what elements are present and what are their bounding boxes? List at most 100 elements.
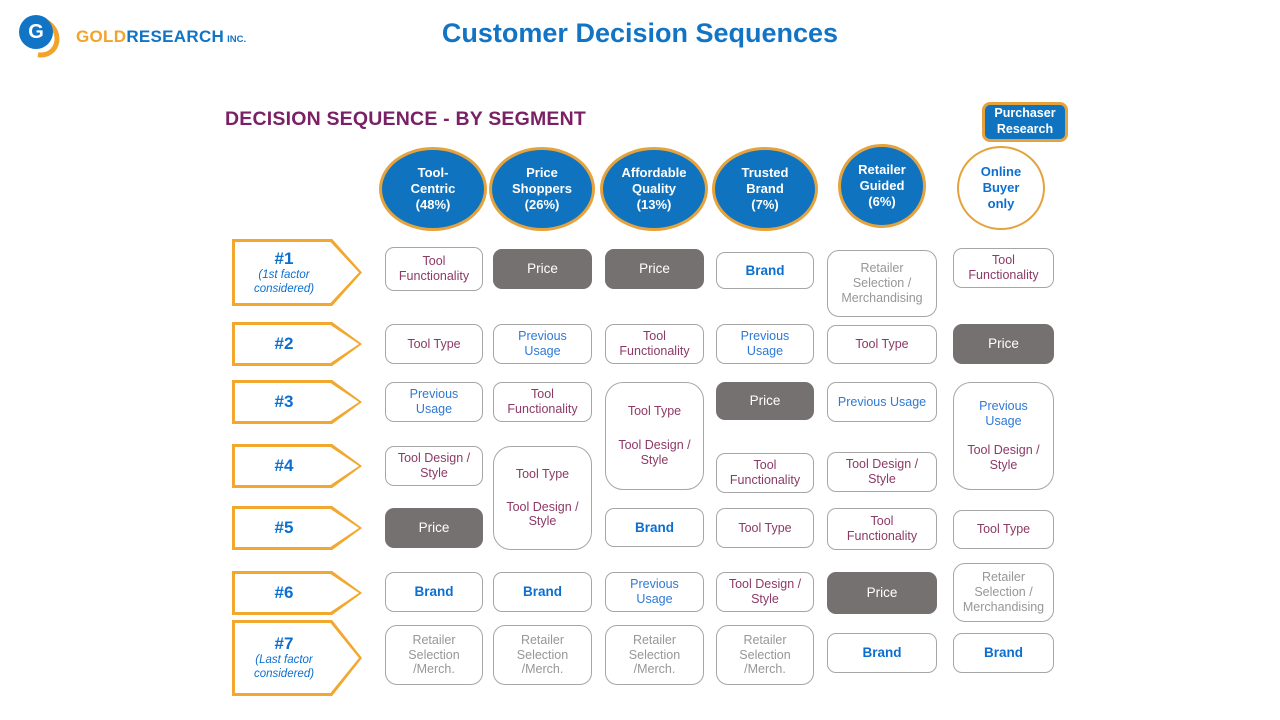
segment-line: Tool- [417,164,449,180]
row-label-4: #4 [232,444,362,488]
cell-r2c4: Previous Usage [716,324,814,364]
logo-bubble-icon: G [12,9,68,66]
row-note: (1st factor considered) [253,268,315,295]
arrow-shape [235,325,359,363]
row-number: #1 [274,248,294,268]
cell-label: Brand [862,645,902,661]
arrow-shape [235,383,359,421]
cell-r6c1: Brand [385,572,483,612]
row-label-1: #1(1st factor considered) [232,239,362,306]
cell-r5c3: Brand [605,508,704,547]
segment-line: Quality [631,180,677,196]
cell-label: Tool Design / Style [845,457,919,486]
cell-label: Tool Design / Style [967,443,1040,472]
cell-label: Price [527,261,558,277]
segment-line: Buyer [982,179,1020,195]
cell-r3c2: Tool Functionality [493,382,592,422]
cell-r1c4: Brand [716,252,814,289]
purchaser-research-callout: Purchaser Research [982,102,1068,142]
row-number: #5 [274,518,294,537]
cell-r3c5: Previous Usage [827,382,937,422]
cell-r1c6: Tool Functionality [953,248,1054,288]
cell-r1c1: Tool Functionality [385,247,483,291]
cell-r5c6: Tool Type [953,510,1054,549]
cell-r7c5: Brand [827,633,937,673]
cell-label: Tool Design / Style [506,499,579,529]
segment-line: (13%) [636,197,672,213]
segment-line: (26%) [524,197,560,213]
cell-r1c2: Price [493,249,592,289]
segment-line: Retailer [858,161,906,177]
cell-label: Brand [983,645,1023,661]
row-label-5: #5 [232,506,362,550]
cell-label: Price [749,393,781,409]
section-title: DECISION SEQUENCE - BY SEGMENT [225,108,587,130]
segment-line: Trusted [741,164,789,180]
arrow-shape [235,623,359,693]
arrow-shape [235,574,359,612]
cell-r1c3: Price [605,249,704,289]
cell-label: Tool Functionality [968,253,1039,282]
cell-label: Previous Usage [630,577,679,606]
segment-line: only [987,196,1015,212]
cell-r4c4: Tool Functionality [716,453,814,493]
logo-letter: G [28,20,44,43]
cell-label: Tool Design / Style [397,451,471,480]
logo-gold-text: GOLD [76,27,127,46]
row-number: #2 [274,334,294,353]
cell-label: Tool Functionality [729,458,801,487]
arrow-shape [235,447,359,485]
segment-line: (7%) [751,197,779,213]
segment-tool-centric: Tool-Centric(48%) [379,147,487,231]
cell-label: Tool Type [855,337,909,352]
cell-label: Tool Functionality [398,254,470,283]
cell-label: Retailer Selection /Merch. [739,632,791,677]
cell-r7c2: Retailer Selection /Merch. [493,625,592,685]
segment-line: Online [980,163,1022,179]
cell-label: Tool Functionality [619,329,690,358]
cell-label: Tool Design / Style [728,577,802,606]
cell-r6c4: Tool Design / Style [716,572,814,612]
cell-r5c1: Price [385,508,483,548]
cell-r4c1: Tool Design / Style [385,446,483,486]
cell-r6c6: Retailer Selection / Merchandising [953,563,1054,622]
row-number: #6 [274,583,294,602]
cell-r6c5: Price [827,572,937,614]
cell-label: Retailer Selection /Merch. [516,632,569,677]
cell-r2c3: Tool Functionality [605,324,704,364]
cell-label: Tool Design / Style [618,438,691,467]
row-label-6: #6 [232,571,362,615]
cell-label: Previous Usage [837,394,927,409]
cell-label: Previous Usage [409,387,459,416]
cell-r1c5: Retailer Selection / Merchandising [827,250,937,317]
cell-label: Brand [414,584,454,600]
arrow-shape [235,242,359,303]
cell-r7c1: Retailer Selection /Merch. [385,625,483,685]
row-note: (Last factor considered) [253,654,315,680]
cell-r5c4: Tool Type [716,508,814,548]
cell-label: Tool Functionality [846,514,918,543]
cell-label: Previous Usage [979,399,1028,429]
cell-label: Tool Type [627,404,682,419]
cell-label: Price [418,520,450,536]
segment-line: (48%) [415,197,451,213]
cell-r2c1: Tool Type [385,324,483,364]
cell-label: Retailer Selection /Merch. [628,632,681,677]
segment-line: Brand [746,180,784,196]
cell-label: Brand [745,262,785,278]
segment-line: Price [526,164,558,180]
cell-label: Tool Type [515,466,570,481]
segment-line: (6%) [868,194,896,210]
cell-r2c6: Price [953,324,1054,364]
cell-r5c5: Tool Functionality [827,508,937,550]
cell-label: Tool Type [976,522,1031,537]
cell-label: Brand [522,584,562,600]
purchaser-line: Purchaser [994,106,1056,121]
cell-label: Price [988,336,1019,352]
